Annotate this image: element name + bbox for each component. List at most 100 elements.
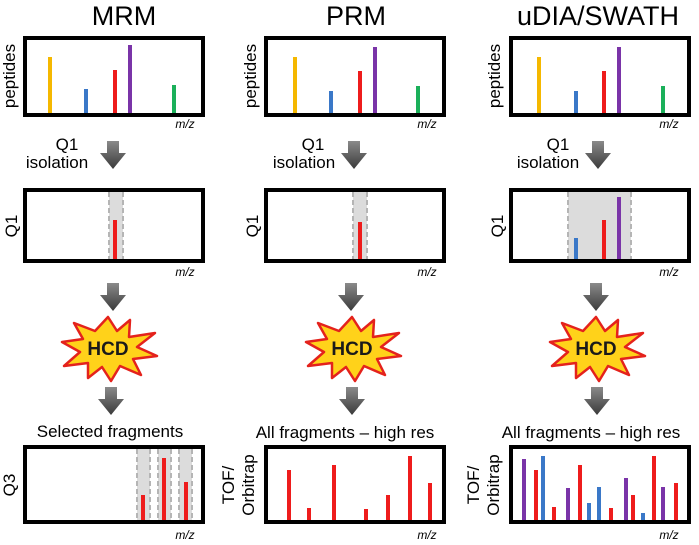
mrm-hcd-label: HCD: [87, 339, 128, 360]
mrm-fragment-peak: [162, 458, 166, 520]
dia-q1-label: Q1: [547, 135, 570, 154]
prm-ms1-mz-label: m/z: [417, 117, 436, 131]
mrm-ms1-peak: [128, 45, 132, 113]
dia-fragment-peak: [578, 465, 582, 520]
dia-ms1-peak: [537, 57, 541, 113]
dia-down-arrow-icon: [583, 283, 609, 311]
mrm-ms1-peak: [172, 85, 176, 113]
prm-fragment-peak: [428, 483, 432, 520]
dia-ms2-ylabel-line2: Orbitrap: [484, 454, 503, 515]
prm-down-arrow-icon: [338, 283, 364, 311]
dia-fragment-peak: [661, 487, 665, 520]
dia-fragment-peak: [674, 483, 678, 520]
mrm-down-arrow-icon: [98, 387, 124, 415]
mrm-ms2-mz-label: m/z: [175, 528, 194, 542]
prm-ms1-ylabel: peptides: [241, 44, 260, 108]
prm-ms2-ylabel-line2: Orbitrap: [239, 454, 258, 515]
prm-ms2-mz-label: m/z: [417, 528, 436, 542]
mrm-column: peptides m/z Q1 isolation Q1 m/z HCD: [0, 36, 205, 542]
prm-fragment-peak: [332, 465, 336, 520]
prm-fragment-peak: [386, 495, 390, 520]
mrm-ms1-mz-label: m/z: [175, 117, 194, 131]
dia-fragment-peak: [566, 488, 570, 520]
mrm-column-title: MRM: [92, 1, 156, 31]
prm-q1-peak: [358, 222, 362, 259]
mrm-q1-ylabel: Q1: [2, 215, 21, 238]
dia-q1-mz-label: m/z: [659, 265, 678, 279]
mrm-q1-label: Q1: [56, 135, 79, 154]
dia-column-title: uDIA/SWATH: [517, 1, 679, 31]
dia-ms1-mz-label: m/z: [659, 117, 678, 131]
dia-fragment-peak: [652, 456, 656, 520]
dia-fragment-peak: [552, 507, 556, 520]
mrm-ms2-frame: [23, 445, 205, 524]
dia-q1-peak: [602, 220, 606, 259]
dia-q1-peak: [574, 238, 578, 259]
dia-fragment-peak: [624, 478, 628, 520]
mrm-q1-peak: [113, 220, 117, 259]
mrm-ms1-peak: [48, 57, 52, 113]
mrm-down-arrow-icon: [100, 283, 126, 311]
prm-fragment-peak: [287, 470, 291, 520]
prm-ms1-peak: [373, 47, 377, 113]
dia-fragment-peak: [609, 508, 613, 520]
dia-fragment-peak: [522, 459, 526, 520]
dia-q1-frame: [509, 188, 691, 263]
prm-fragment-peak: [364, 509, 368, 520]
dia-ms2-ylabel-line1: TOF/: [464, 466, 483, 505]
dia-ms2-mz-label: m/z: [659, 528, 678, 542]
mrm-ms2-ylabel: Q3: [0, 474, 19, 497]
prm-ms2-ylabel-line1: TOF/: [219, 466, 238, 505]
prm-fragments-title: All fragments – high res: [256, 423, 435, 442]
dia-hcd-burst-icon: [548, 315, 647, 383]
prm-isolation-label: isolation: [273, 153, 335, 172]
dia-ms1-peak: [574, 91, 578, 113]
prm-q1-frame: [264, 188, 446, 263]
dia-fragments-title: All fragments – high res: [502, 423, 681, 442]
dia-ms1-ylabel: peptides: [485, 44, 504, 108]
dia-column: peptides m/z Q1 isolation Q1 m/z HCD A: [464, 36, 691, 542]
mrm-q3-window: [137, 449, 150, 520]
dia-ms2-frame: [509, 445, 691, 524]
dia-q1-ylabel: Q1: [488, 215, 507, 238]
mrm-down-arrow-icon: [100, 141, 126, 169]
prm-fragment-peak: [307, 508, 311, 520]
dia-isolation-label: isolation: [517, 153, 579, 172]
dia-ms1-peak: [661, 86, 665, 113]
prm-ms1-peak: [358, 71, 362, 113]
dia-q1-peak: [617, 197, 621, 259]
prm-down-arrow-icon: [339, 387, 365, 415]
prm-q1-mz-label: m/z: [417, 265, 436, 279]
mrm-hcd-burst-icon: [60, 315, 159, 383]
dia-fragment-peak: [541, 456, 545, 520]
mrm-fragment-peak: [141, 495, 145, 520]
prm-ms1-frame: [264, 36, 446, 117]
mrm-isolation-label: isolation: [26, 153, 88, 172]
mrm-fragment-peak: [184, 482, 188, 520]
prm-ms1-peak: [293, 57, 297, 113]
prm-hcd-label: HCD: [331, 339, 372, 360]
prm-ms2-frame: [264, 445, 446, 524]
dia-hcd-label: HCD: [575, 339, 616, 360]
dia-fragment-peak: [641, 513, 645, 520]
dia-fragment-peak: [587, 503, 591, 520]
prm-column-title: PRM: [326, 1, 386, 31]
dia-ms1-frame: [509, 36, 691, 117]
dia-down-arrow-icon: [585, 141, 611, 169]
mrm-q1-mz-label: m/z: [175, 265, 194, 279]
prm-fragment-peak: [408, 456, 412, 520]
mrm-q1-frame: [23, 188, 205, 263]
dia-fragment-peak: [631, 495, 635, 520]
mrm-ms1-ylabel: peptides: [0, 44, 19, 108]
mrm-ms1-peak: [113, 70, 117, 113]
mrm-fragments-title: Selected fragments: [37, 422, 183, 441]
dia-fragment-peak: [597, 487, 601, 520]
mrm-ms1-peak: [84, 89, 88, 113]
dia-ms1-peak: [617, 47, 621, 113]
prm-ms1-peak: [416, 86, 420, 113]
dia-ms1-peak: [602, 71, 606, 113]
prm-hcd-burst-icon: [304, 315, 403, 383]
dia-fragment-peak: [534, 470, 538, 520]
prm-q1-label: Q1: [302, 135, 325, 154]
